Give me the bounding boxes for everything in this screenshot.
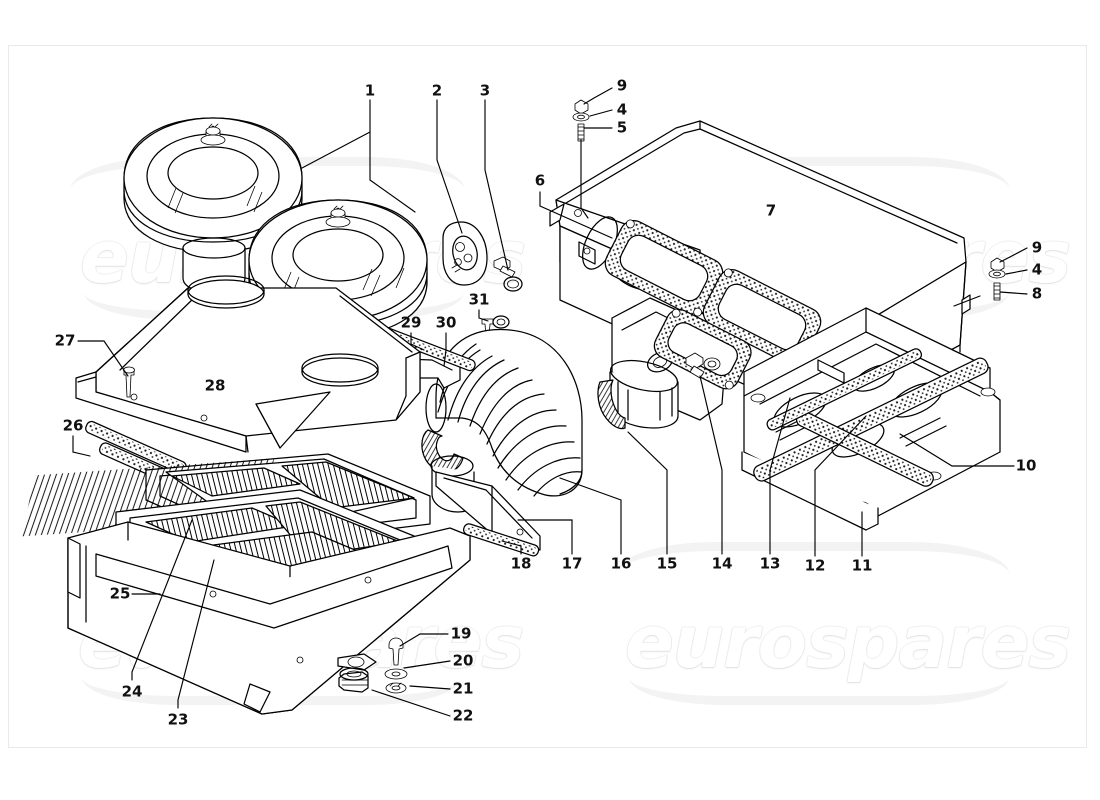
callout-15: 15 [656, 554, 678, 573]
callout-1: 1 [364, 81, 376, 100]
callout-11: 11 [851, 556, 873, 575]
part-filter-box-cover [75, 275, 421, 453]
callout-8: 8 [1031, 284, 1043, 303]
part-air-cleaner-lid-rear [123, 117, 303, 294]
callout-22: 22 [452, 706, 474, 725]
callout-5: 5 [616, 118, 628, 137]
callout-7: 7 [765, 201, 777, 220]
callout-19: 19 [450, 624, 472, 643]
callout-26: 26 [62, 416, 84, 435]
callout-29: 29 [400, 313, 422, 332]
part-fasteners-right [988, 257, 1006, 301]
callout-4-top: 4 [616, 100, 628, 119]
callout-27: 27 [54, 331, 76, 350]
part-throttle-flange [609, 297, 752, 429]
callout-4-right: 4 [1031, 260, 1043, 279]
callout-10: 10 [1015, 456, 1037, 475]
callout-3: 3 [479, 81, 491, 100]
callout-28: 28 [204, 376, 226, 395]
callout-18: 18 [510, 554, 532, 573]
callout-2: 2 [431, 81, 443, 100]
callout-23: 23 [167, 710, 189, 729]
leader-lines [72, 87, 1028, 717]
part-fitting-and-oring [493, 256, 523, 292]
callout-14: 14 [711, 554, 733, 573]
callout-25: 25 [109, 584, 131, 603]
part-base-gasket [753, 348, 989, 487]
callout-13: 13 [759, 554, 781, 573]
callout-12: 12 [804, 556, 826, 575]
part-bolt-washer-31 [481, 315, 510, 337]
part-fasteners-19-21 [384, 637, 408, 694]
callout-9-right: 9 [1031, 238, 1043, 257]
callout-16: 16 [610, 554, 632, 573]
part-flexible-duct [425, 328, 583, 497]
part-port-gaskets [604, 219, 822, 366]
callout-9-top: 9 [616, 76, 628, 95]
part-grommet-nut [338, 667, 369, 693]
callout-24: 24 [121, 682, 143, 701]
part-hose-clamp-15 [597, 379, 626, 430]
callout-30: 30 [435, 313, 457, 332]
callout-17: 17 [561, 554, 583, 573]
callout-31: 31 [468, 290, 490, 309]
part-duct-plate [435, 471, 541, 551]
callout-21: 21 [452, 679, 474, 698]
part-intake-cap [442, 221, 488, 286]
part-seal-strip-18 [462, 523, 540, 557]
part-fasteners-top [572, 99, 590, 142]
callout-20: 20 [452, 651, 474, 670]
part-filter-box-tray [67, 521, 471, 715]
callout-6: 6 [534, 171, 546, 190]
